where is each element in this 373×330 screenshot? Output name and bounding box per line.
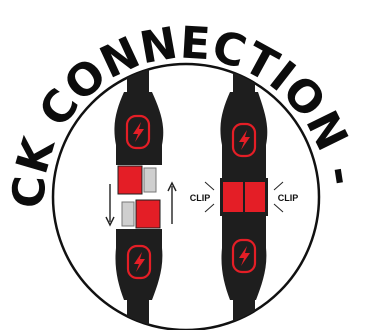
right-connector: CLIP CLIP (190, 64, 299, 330)
right-lower-cable (233, 295, 255, 330)
arrow-down-icon (105, 184, 115, 227)
clip-spark-right-icon (273, 181, 284, 213)
left-upper-red-terminal (117, 165, 143, 195)
left-upper-metal-pin (143, 167, 157, 193)
right-red-terminal-left (223, 182, 243, 212)
clip-label-right: CLIP (278, 193, 299, 203)
clip-spark-left-icon (204, 181, 215, 213)
right-red-terminal-right (245, 182, 265, 212)
arrow-up-icon (167, 181, 177, 224)
left-lower-red-terminal (135, 199, 161, 229)
clip-label-left: CLIP (190, 193, 211, 203)
left-lower-metal-pin (121, 201, 135, 227)
